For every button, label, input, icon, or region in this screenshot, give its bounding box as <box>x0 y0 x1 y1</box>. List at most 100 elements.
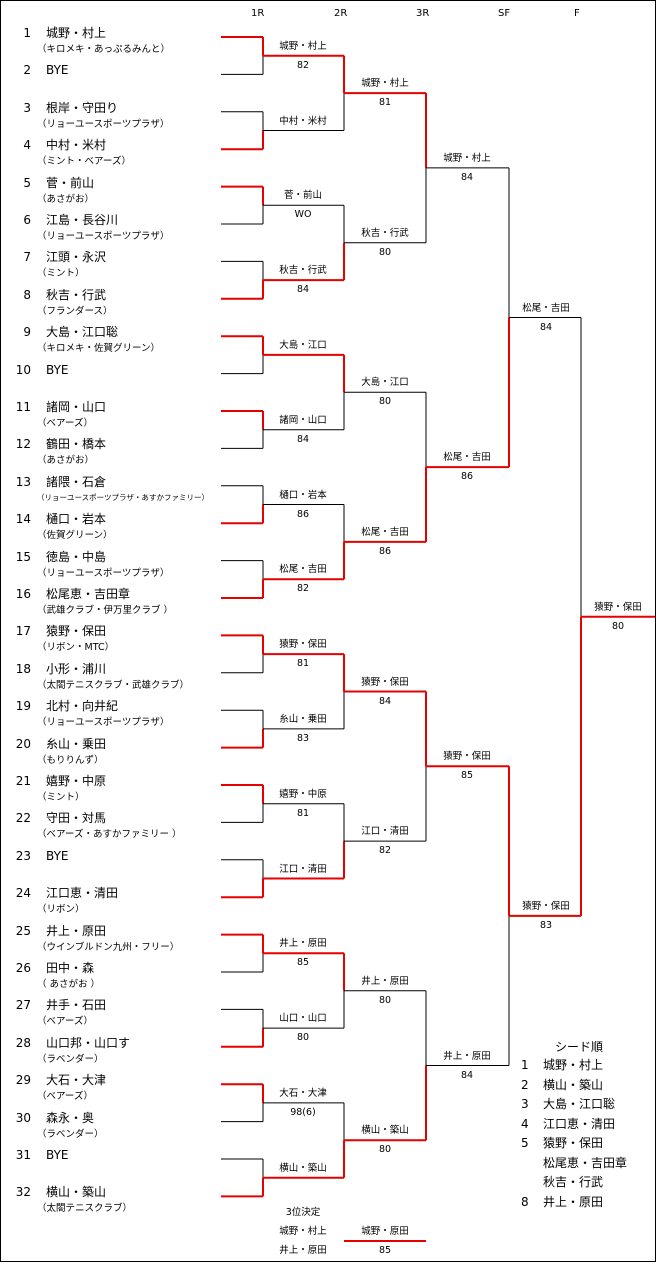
player-seed-number: 18 <box>15 661 31 676</box>
r2-winner: 江口・清田 <box>361 826 409 838</box>
player-seed-number: 27 <box>15 998 31 1013</box>
third-place-winner: 城野・原田 <box>361 1226 409 1237</box>
seed-name: 井上・原田 <box>543 1194 604 1209</box>
r2-score: 82 <box>378 845 392 857</box>
player-club: （ミント） <box>37 268 85 280</box>
player-names: 諸岡・山口 <box>46 400 107 414</box>
player-club: （リボン・MTC） <box>37 642 115 654</box>
player-seed-number: 17 <box>15 624 31 639</box>
third-place-score: 85 <box>378 1245 392 1256</box>
player-seed-number: 28 <box>15 1035 31 1050</box>
r1-score: 84 <box>296 284 310 296</box>
r2-winner: 大島・江口 <box>361 377 409 389</box>
player-club: （ベアーズ） <box>37 418 93 429</box>
player-names: 秋吉・行武 <box>46 287 107 302</box>
r2-score: 80 <box>378 246 392 258</box>
player-club: （ラベンダー） <box>37 1128 104 1140</box>
player-names: 諸隈・石倉 <box>46 474 107 489</box>
seed-name: 秋吉・行武 <box>543 1175 604 1189</box>
r1-winner: 糸山・乗田 <box>279 713 327 725</box>
player-names: 猿野・保田 <box>46 624 107 639</box>
player-names: BYE <box>46 362 69 377</box>
seed-rank: 2 <box>521 1077 529 1092</box>
player-seed-number: 2 <box>23 63 31 78</box>
round-header-f: F <box>574 8 580 19</box>
player-names: 井手・石田 <box>46 998 107 1013</box>
player-club: （ミント・ベアーズ） <box>37 156 131 168</box>
player-club: （あさがお） <box>37 455 95 467</box>
third-place-team-b: 井上・原田 <box>279 1245 327 1256</box>
player-names: 井上・原田 <box>46 923 107 938</box>
r2-score: 81 <box>378 97 392 109</box>
player-club: （太閤テニスクラブ） <box>37 1203 133 1215</box>
player-names: 松尾恵・吉田章 <box>46 587 131 601</box>
seed-rank: 5 <box>521 1136 529 1150</box>
r1-score: 80 <box>296 1032 310 1044</box>
sf-winner: 松尾・吉田 <box>522 302 570 314</box>
r1-score: WO <box>294 209 312 221</box>
r1-winner: 嬉野・中原 <box>279 788 327 800</box>
player-names: 鶴田・橋本 <box>46 437 107 452</box>
player-club: （ベアーズ） <box>37 1016 93 1028</box>
r2-score: 80 <box>378 396 392 408</box>
player-names: 守田・対馬 <box>46 811 107 826</box>
player-club: （あさがお） <box>37 193 95 205</box>
player-names: 嬉野・中原 <box>46 774 107 788</box>
player-names: 小形・浦川 <box>46 661 107 676</box>
player-names: 森永・奥 <box>46 1110 95 1125</box>
r2-winner: 猿野・保田 <box>361 676 409 688</box>
player-club: （佐賀グリーン） <box>37 530 113 542</box>
r1-score: 82 <box>296 583 310 595</box>
player-seed-number: 20 <box>15 736 31 751</box>
seed-name: 城野・村上 <box>543 1058 604 1072</box>
r2-score: 80 <box>378 994 392 1006</box>
player-names: 江口恵・清田 <box>46 886 119 901</box>
player-names: 横山・築山 <box>46 1185 107 1200</box>
player-club: （リボン） <box>37 904 85 916</box>
r1-winner: 江口・清田 <box>279 863 327 875</box>
r1-score: 81 <box>296 658 310 670</box>
r1-score: 84 <box>296 433 310 445</box>
player-seed-number: 7 <box>23 250 31 265</box>
seed-name: 大島・江口聡 <box>543 1097 616 1111</box>
r3-score: 84 <box>460 1069 474 1081</box>
player-club: （リョーユースポーツプラザ・あすかファミリー） <box>37 492 209 502</box>
player-club: （リョーユースポーツプラザ） <box>37 567 170 579</box>
player-club: （リョーユースポーツプラザ） <box>37 717 170 729</box>
player-seed-number: 29 <box>15 1073 31 1088</box>
r1-score: 83 <box>296 732 310 744</box>
player-seed-number: 15 <box>15 549 31 564</box>
r1-score: 86 <box>296 508 310 520</box>
sf-score: 83 <box>539 919 553 931</box>
player-seed-number: 5 <box>23 175 31 190</box>
r1-winner: 秋吉・行武 <box>279 265 327 277</box>
player-seed-number: 4 <box>23 138 31 153</box>
r2-winner: 城野・村上 <box>361 78 409 90</box>
r3-score: 86 <box>460 471 474 483</box>
player-seed-number: 16 <box>15 587 31 601</box>
sf-score: 84 <box>539 321 553 333</box>
player-seed-number: 21 <box>15 774 31 788</box>
r1-winner: 大石・大津 <box>279 1087 327 1099</box>
player-seed-number: 26 <box>15 961 31 975</box>
player-club: （フランダース） <box>37 305 113 317</box>
r2-score: 80 <box>378 1144 392 1156</box>
r1-winner: 井上・原田 <box>279 938 327 950</box>
seed-rank: 3 <box>521 1097 529 1111</box>
r1-winner: 樋口・岩本 <box>279 489 327 501</box>
player-names: 樋口・岩本 <box>46 512 107 527</box>
player-names: 江島・長谷川 <box>46 213 119 227</box>
r3-winner: 猿野・保田 <box>443 751 491 763</box>
r2-score: 84 <box>378 695 392 707</box>
player-club: （武雄クラブ・伊万里クラブ ） <box>37 605 174 616</box>
player-seed-number: 13 <box>15 474 31 489</box>
champion-score: 80 <box>611 620 625 632</box>
player-names: BYE <box>46 1148 69 1162</box>
player-club: （ あさがお ） <box>37 979 101 990</box>
round-header-3r: 3R <box>416 8 430 19</box>
player-club: （ベアーズ） <box>37 1091 93 1103</box>
r3-winner: 松尾・吉田 <box>443 452 491 464</box>
player-seed-number: 14 <box>15 512 31 527</box>
r1-score: 82 <box>296 59 310 71</box>
